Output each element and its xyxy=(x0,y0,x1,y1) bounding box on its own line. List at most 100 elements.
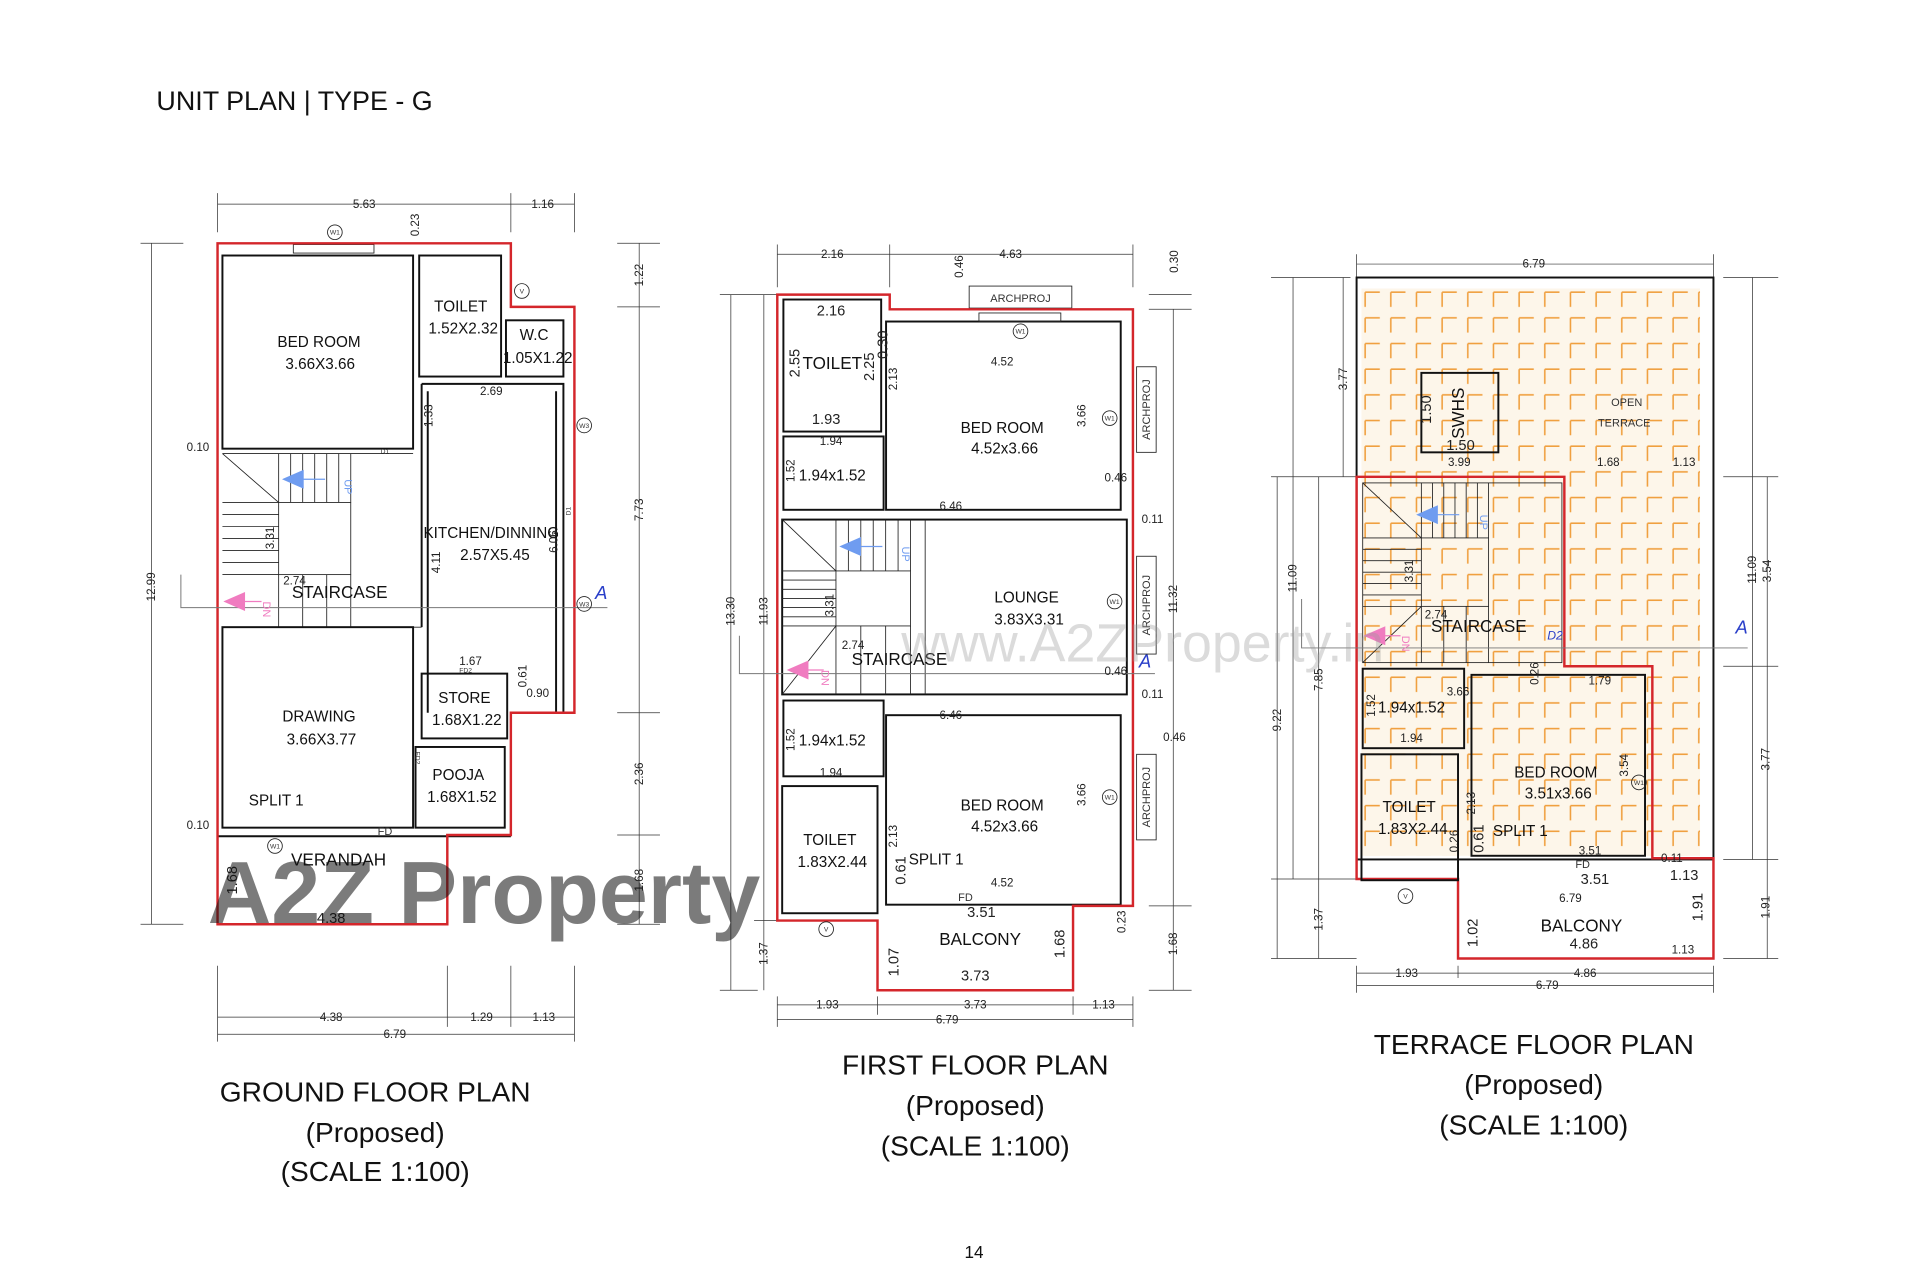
room-name: TOILET xyxy=(802,354,862,373)
dim-label: 0.10 xyxy=(187,441,210,454)
room-name: TOILET xyxy=(803,832,856,849)
dim-label: 1.50 xyxy=(1446,438,1475,454)
plan-status: (Proposed) xyxy=(306,1117,445,1148)
section-line xyxy=(180,574,608,609)
room-size: 1.05X1.22 xyxy=(503,350,573,367)
dim-label: 1.68 xyxy=(1167,932,1180,955)
floor-outline xyxy=(1355,475,1715,960)
room-name: W.C xyxy=(520,327,549,344)
dimension-labels: 5.63 1.16 0.23 2.69 1.33 0.10 3.31 4.11 … xyxy=(145,198,646,1041)
dim-label: 3.77 xyxy=(1760,748,1773,771)
dim-label: 4.38 xyxy=(317,911,346,927)
plan-heading: FIRST FLOOR PLAN xyxy=(842,1050,1109,1081)
dim-label: 4.38 xyxy=(320,1011,343,1024)
section-marker: A xyxy=(594,582,607,603)
dim-label: 3.66 xyxy=(1075,404,1088,427)
ground-floor-plan: A UP DN W1 V W3 W3 W1 D1 D1 FD2 FD2 FD B… xyxy=(140,193,660,1187)
stair-walls xyxy=(781,519,926,695)
section-marker: A xyxy=(1734,616,1747,637)
dim-label: 1.93 xyxy=(1395,967,1418,980)
section-line xyxy=(738,635,1155,675)
dimension-lines xyxy=(719,244,1192,1027)
up-label: UP xyxy=(342,479,354,494)
dim-label: 3.54 xyxy=(1761,559,1774,582)
dim-label: 2.25 xyxy=(862,352,878,381)
passage-walls xyxy=(1361,667,1466,750)
dim-label: 12.99 xyxy=(145,572,158,601)
down-arrow-icon xyxy=(786,660,824,680)
dim-label: 0.46 xyxy=(1105,472,1128,485)
stair-treads xyxy=(782,519,911,695)
stair-walls xyxy=(1362,482,1563,664)
dim-label: 1.94 xyxy=(820,766,843,779)
up-arrow-icon xyxy=(839,536,883,556)
dim-label: 6.79 xyxy=(1559,892,1582,905)
stair-landing xyxy=(278,502,352,576)
room-name: STAIRCASE xyxy=(1431,617,1527,636)
window-tag-icon xyxy=(327,224,343,241)
dim-label: 1.22 xyxy=(633,264,646,287)
dim-label: 0.30 xyxy=(875,330,891,359)
dim-label: 0.61 xyxy=(894,856,910,885)
split-ac-label: SPLIT 1 xyxy=(1493,823,1548,840)
down-label: DN xyxy=(260,601,272,617)
window-tag: W1 xyxy=(1105,416,1115,423)
dim-label: 1.68 xyxy=(1052,930,1068,959)
dim-label: 1.13 xyxy=(1673,456,1696,469)
plot-outline xyxy=(216,242,576,926)
ventilator-tag-icon xyxy=(818,921,834,937)
window-tag: W1 xyxy=(1110,599,1120,606)
a2z-property-logo-watermark: A2Z Property xyxy=(208,843,761,942)
plan-scale: (SCALE 1:100) xyxy=(881,1130,1070,1161)
dim-label: 3.31 xyxy=(264,527,277,550)
dim-label: 0.26 xyxy=(1529,662,1542,685)
window-tag: W1 xyxy=(1105,795,1115,802)
down-label: DN xyxy=(1399,636,1411,652)
window-w1 xyxy=(978,312,1062,322)
dim-label: 6.06 xyxy=(547,530,560,553)
dim-label: 1.13 xyxy=(1672,944,1695,957)
down-label: DN xyxy=(818,670,830,686)
window-tag-icon xyxy=(1106,593,1123,610)
dim-label: 0.23 xyxy=(409,214,422,237)
window-tag-icon xyxy=(1101,789,1118,805)
store-walls xyxy=(420,672,509,740)
dim-label: 1.07 xyxy=(886,948,902,977)
dim-label: 11.09 xyxy=(1287,564,1300,592)
door-tag: D2 xyxy=(1547,628,1563,642)
wc-walls xyxy=(504,319,565,378)
stair-treads xyxy=(1362,482,1490,663)
room-name: BALCONY xyxy=(939,930,1021,949)
bedroom-walls xyxy=(885,714,1122,906)
dim-label: 1.94 xyxy=(820,435,843,448)
archproj-box xyxy=(1136,366,1157,453)
dim-label: 2.13 xyxy=(887,368,900,391)
dim-label: 1.91 xyxy=(1690,893,1706,922)
dim-label: 2.74 xyxy=(842,639,865,652)
room-size: 4.52x3.66 xyxy=(971,818,1038,835)
room-name: BALCONY xyxy=(1541,917,1623,936)
dim-label: 1.33 xyxy=(423,404,436,427)
dim-label: 0.11 xyxy=(1142,513,1164,526)
window-tag-icon xyxy=(1101,410,1118,426)
archproj-box xyxy=(1136,555,1157,655)
open-terrace-label: OPEN xyxy=(1611,397,1642,409)
stair-landing xyxy=(835,570,911,627)
dim-label: 1.52 xyxy=(1365,694,1378,717)
dim-label: 0.46 xyxy=(1163,731,1186,744)
dim-label: 3.51 xyxy=(1581,872,1610,888)
dim-label: 9.22 xyxy=(1271,709,1284,732)
dim-label: 3.99 xyxy=(1448,456,1471,469)
window-tag: W1 xyxy=(1634,780,1644,787)
lounge-walls xyxy=(781,518,1128,696)
archproj-label: ARCHPROJ xyxy=(1141,575,1153,636)
dim-label: 1.50 xyxy=(1419,395,1435,424)
dim-label: 6.79 xyxy=(936,1013,959,1026)
dim-label: 1.91 xyxy=(1760,896,1773,919)
dim-label: 1.79 xyxy=(1588,675,1611,688)
dim-label: 3.73 xyxy=(964,999,987,1012)
dim-label: 1.37 xyxy=(1312,908,1325,931)
dim-label: 0.11 xyxy=(1661,852,1683,865)
window-tag-icon xyxy=(1631,774,1647,791)
